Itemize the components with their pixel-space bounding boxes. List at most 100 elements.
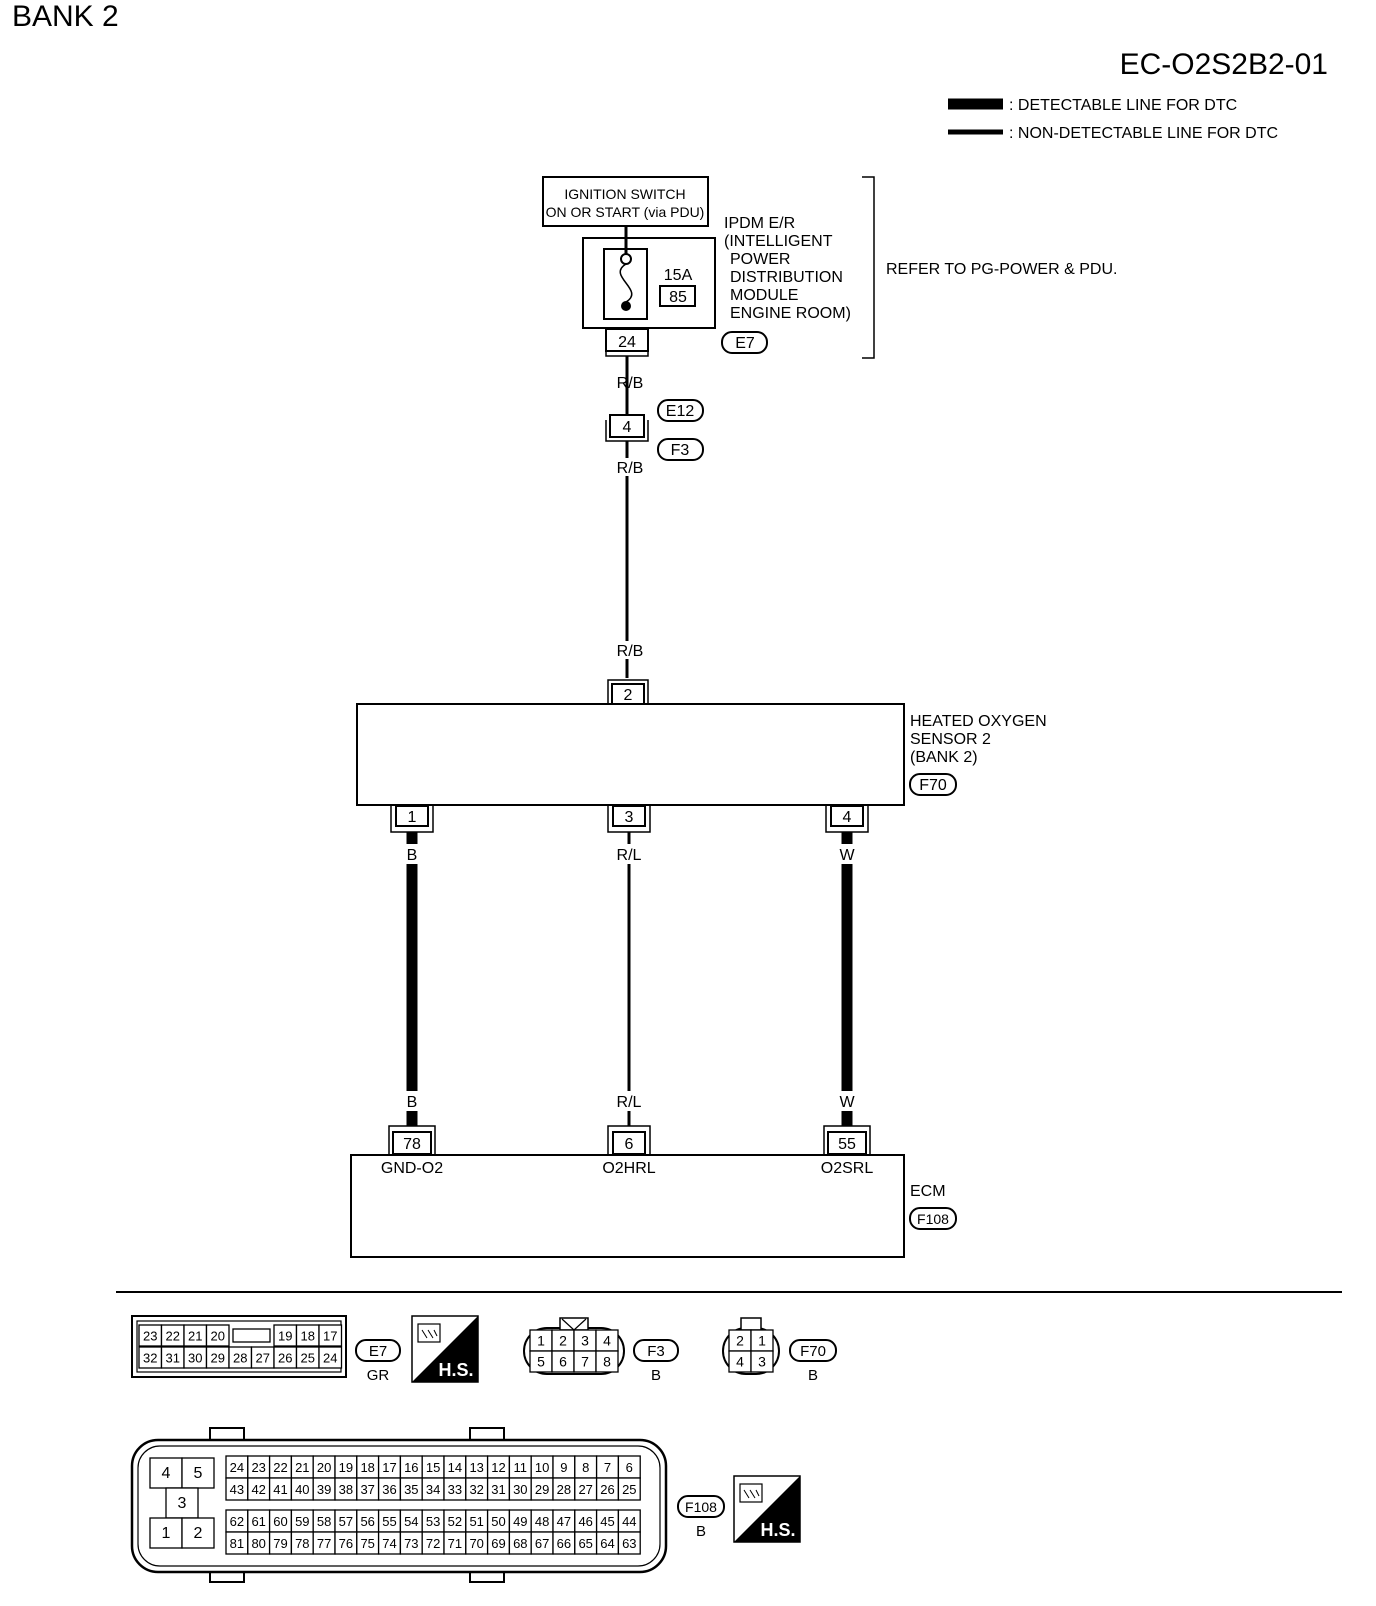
e7-pin: 24	[323, 1351, 337, 1366]
f70-color: B	[808, 1367, 818, 1384]
f3-pin: 6	[559, 1354, 567, 1370]
f108-pin: 25	[622, 1482, 636, 1497]
ipdm-label-2: (INTELLIGENT	[724, 233, 833, 250]
ipdm-connector-id: E7	[735, 335, 755, 352]
diagram-code: EC-O2S2B2-01	[1120, 48, 1328, 81]
f108-pin: 16	[404, 1460, 418, 1475]
e7-pin: 25	[301, 1351, 315, 1366]
f108-pin: 3	[178, 1495, 187, 1512]
f108-pin: 58	[317, 1514, 331, 1529]
ipdm-label-1: IPDM E/R	[724, 215, 795, 232]
sensor-label-3: (BANK 2)	[910, 749, 978, 766]
sensor-label-2: SENSOR 2	[910, 731, 991, 748]
e7-pin: 19	[278, 1329, 292, 1344]
f108-pin: 27	[578, 1482, 592, 1497]
sensor-pin-ground: 1	[408, 809, 417, 826]
f108-pin: 23	[251, 1460, 265, 1475]
refer-bracket	[862, 176, 875, 359]
f108-connector-id: F108	[685, 1499, 717, 1515]
f3-pin: 8	[603, 1354, 611, 1370]
ground-wire-color-top: B	[407, 847, 418, 864]
f108-pin: 68	[513, 1536, 527, 1551]
joint-pin: 4	[623, 419, 632, 436]
f108-pin: 50	[491, 1514, 505, 1529]
f108-pin: 2	[194, 1525, 203, 1542]
f108-pin: 78	[295, 1536, 309, 1551]
ecm-pin-heater: 6	[625, 1136, 634, 1153]
f108-pin: 8	[582, 1460, 589, 1475]
f108-pin: 48	[535, 1514, 549, 1529]
f108-pin: 66	[557, 1536, 571, 1551]
f108-pin: 21	[295, 1460, 309, 1475]
fuse-number: 85	[669, 289, 687, 306]
ecm-terminal-ground: GND-O2	[381, 1160, 443, 1177]
e7-pin: 17	[323, 1329, 337, 1344]
fuse-terminal-icon	[620, 253, 632, 265]
ecm-label: ECM	[910, 1183, 946, 1200]
f108-pin: 49	[513, 1514, 527, 1529]
e7-pin: 30	[188, 1351, 202, 1366]
f108-pin: 18	[360, 1460, 374, 1475]
f108-pin: 59	[295, 1514, 309, 1529]
f108-pin: 36	[382, 1482, 396, 1497]
f3-pin: 5	[537, 1354, 545, 1370]
f108-pin: 24	[230, 1460, 244, 1475]
sensor-pin-heater: 3	[625, 809, 634, 826]
e7-connector-id: E7	[369, 1343, 387, 1360]
f3-pin: 1	[537, 1333, 545, 1349]
f108-pin: 79	[273, 1536, 287, 1551]
f108-pin: 61	[251, 1514, 265, 1529]
sensor-pin-signal: 4	[843, 809, 852, 826]
f108-pin: 42	[251, 1482, 265, 1497]
f108-pin: 10	[535, 1460, 549, 1475]
hs-label-e7: H.S.	[438, 1360, 473, 1380]
f108-pin: 67	[535, 1536, 549, 1551]
f108-pin: 54	[404, 1514, 418, 1529]
e7-pin: 23	[143, 1329, 157, 1344]
fuse-rating: 15A	[664, 267, 693, 284]
ipdm-label-5: MODULE	[730, 287, 798, 304]
f108-pin: 77	[317, 1536, 331, 1551]
f70-pin: 4	[736, 1354, 744, 1370]
sensor-label-1: HEATED OXYGEN	[910, 713, 1047, 730]
ecm-connector-id: F108	[917, 1211, 949, 1227]
f108-pin: 74	[382, 1536, 396, 1551]
fuse-icon	[619, 263, 633, 303]
ecm-pin-ground: 78	[403, 1136, 421, 1153]
ipdm-label-4: DISTRIBUTION	[730, 269, 843, 286]
f108-pin: 41	[273, 1482, 287, 1497]
f108-pin: 76	[339, 1536, 353, 1551]
f108-pin: 34	[426, 1482, 440, 1497]
f108-pin: 56	[360, 1514, 374, 1529]
power-wire-color-3: R/B	[617, 643, 644, 660]
bank-title: BANK 2	[12, 0, 119, 33]
f108-pin: 28	[557, 1482, 571, 1497]
f108-pin: 20	[317, 1460, 331, 1475]
sensor-pin-power: 2	[624, 687, 633, 704]
f108-pin: 44	[622, 1514, 636, 1529]
f108-pin: 17	[382, 1460, 396, 1475]
e7-pin: 27	[256, 1351, 270, 1366]
e7-pin: 29	[211, 1351, 225, 1366]
heater-wire-color-top: R/L	[617, 847, 642, 864]
f108-pin: 5	[194, 1465, 203, 1482]
f108-pin: 35	[404, 1482, 418, 1497]
f108-pin: 57	[339, 1514, 353, 1529]
sensor-connector-id: F70	[919, 777, 947, 794]
f3-pin: 3	[581, 1333, 589, 1349]
f108-pin: 33	[448, 1482, 462, 1497]
sensor-bottom-pins: 1 3 4	[390, 805, 869, 833]
hs-label-f108: H.S.	[760, 1520, 795, 1540]
e7-pin: 31	[166, 1351, 180, 1366]
f108-pin: 70	[469, 1536, 483, 1551]
ecm-module: GND-O2 O2HRL O2SRL ECM F108	[350, 1154, 957, 1258]
f108-pin: 75	[360, 1536, 374, 1551]
ipdm-pin: 24	[618, 334, 636, 351]
ecm-terminal-heater: O2HRL	[602, 1160, 655, 1177]
f108-pin: 38	[339, 1482, 353, 1497]
f108-pin: 7	[604, 1460, 611, 1475]
f108-pin: 14	[448, 1460, 462, 1475]
f108-pin: 9	[560, 1460, 567, 1475]
f108-pin: 6	[626, 1460, 633, 1475]
